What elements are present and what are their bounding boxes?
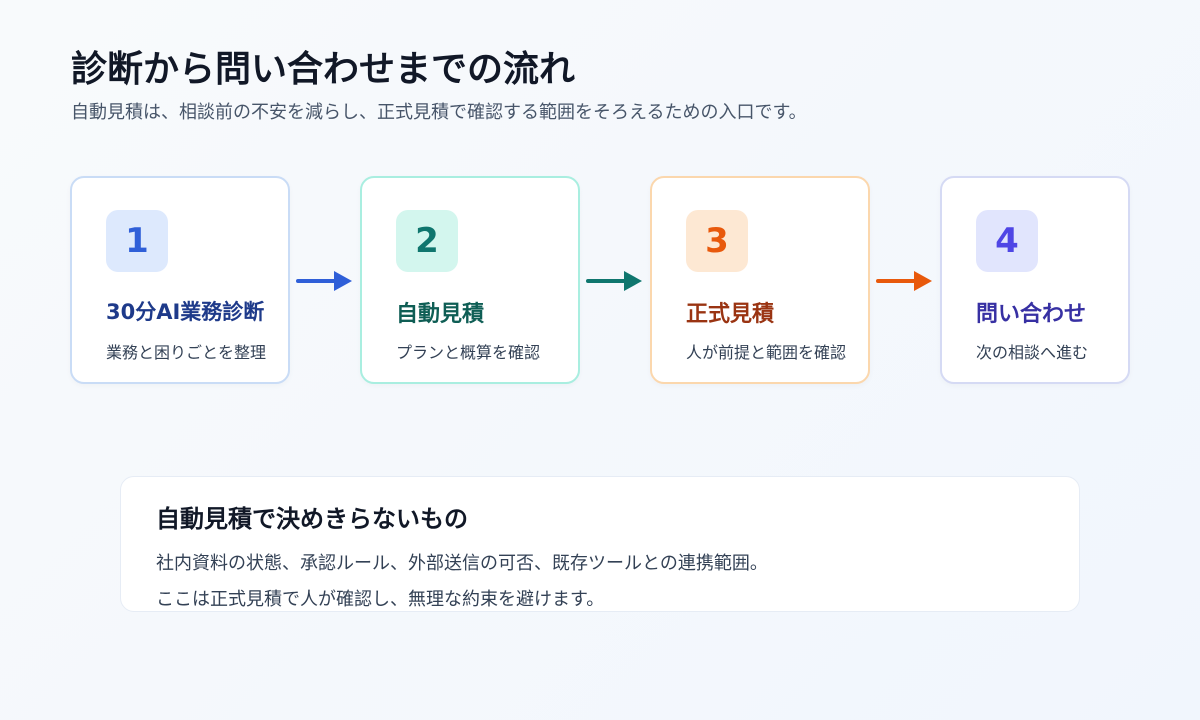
step-description: 次の相談へ進む [976, 343, 1089, 362]
step-description: 業務と困りごとを整理 [106, 343, 267, 362]
note-box: 自動見積で決めきらないもの 社内資料の状態、承認ルール、外部送信の可否、既存ツー… [120, 476, 1080, 612]
step-number-badge: 3 [686, 210, 748, 272]
note-line-1: 社内資料の状態、承認ルール、外部送信の可否、既存ツールとの連携範囲。 [156, 553, 768, 574]
step-description: プランと概算を確認 [396, 343, 541, 362]
step-number-badge: 4 [976, 210, 1038, 272]
step-card-4: 4 問い合わせ 次の相談へ進む [940, 176, 1130, 384]
note-line-2: ここは正式見積で人が確認し、無理な約束を避けます。 [156, 589, 605, 610]
step-title: 正式見積 [686, 302, 775, 327]
page-subtitle: 自動見積は、相談前の不安を減らし、正式見積で確認する範囲をそろえるための入口です… [71, 102, 807, 123]
step-number-badge: 2 [396, 210, 458, 272]
page-title: 診断から問い合わせまでの流れ [71, 49, 576, 90]
arrow-right-icon [296, 271, 352, 291]
step-card-1: 1 30分AI業務診断 業務と困りごとを整理 [70, 176, 290, 384]
step-title: 30分AI業務診断 [106, 300, 265, 324]
arrow-right-icon [876, 271, 932, 291]
step-number-badge: 1 [106, 210, 168, 272]
step-title: 問い合わせ [976, 302, 1087, 327]
arrow-right-icon [586, 271, 642, 291]
step-card-2: 2 自動見積 プランと概算を確認 [360, 176, 580, 384]
note-title: 自動見積で決めきらないもの [156, 505, 468, 533]
step-description: 人が前提と範囲を確認 [686, 343, 847, 362]
step-title: 自動見積 [396, 302, 485, 327]
step-card-3: 3 正式見積 人が前提と範囲を確認 [650, 176, 870, 384]
